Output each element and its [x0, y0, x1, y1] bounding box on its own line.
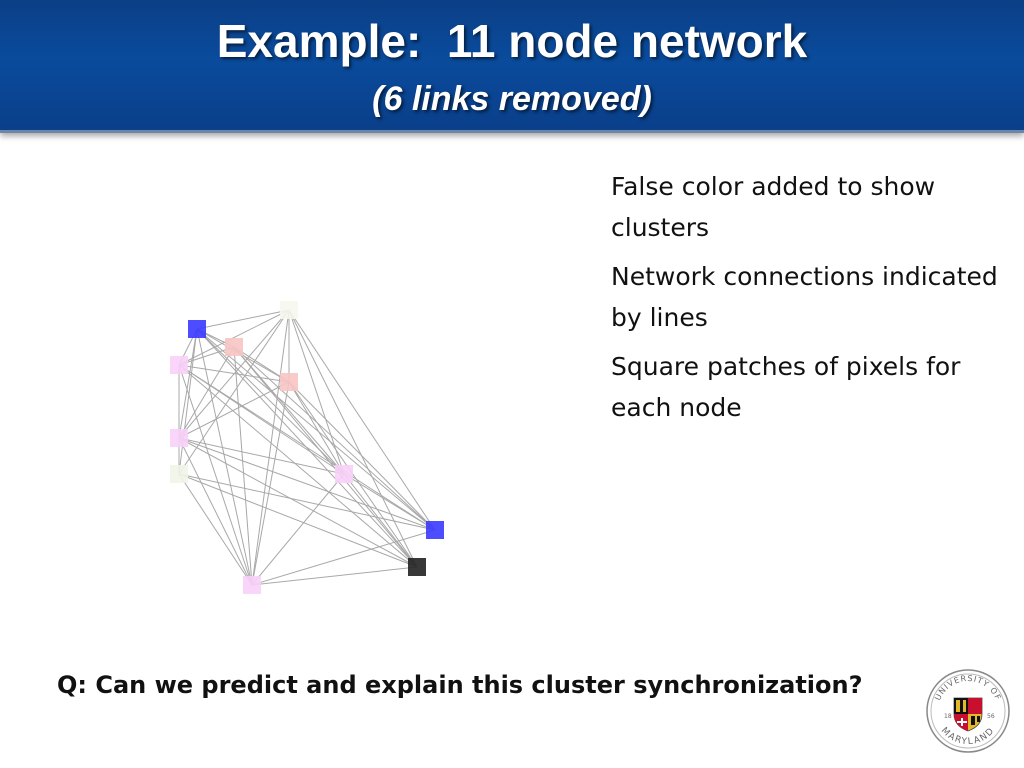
slide-title: Example: 11 node network: [216, 15, 808, 67]
network-edge: [196, 328, 436, 531]
seal-year-left: 18: [944, 713, 952, 720]
bullet-item: Square patches of pixels for each node: [611, 352, 961, 422]
network-edge: [178, 437, 253, 586]
network-edge: [288, 309, 418, 568]
network-node: [225, 338, 243, 356]
network-edges: [178, 309, 436, 586]
network-edge: [233, 346, 418, 568]
network-edge: [178, 346, 235, 366]
bullet-item: Network connections indicated by lines: [611, 262, 998, 332]
university-seal-logo: UNIVERSITY OF MARYLAND 18 56: [926, 669, 1010, 753]
network-edge: [178, 364, 253, 586]
network-edge: [251, 381, 290, 586]
title-bar: Example: 11 node network (6 links remove…: [0, 0, 1024, 133]
network-edge: [196, 309, 290, 330]
network-edge: [178, 364, 418, 568]
slide-subtitle: (6 links removed): [372, 80, 652, 118]
network-diagram: [170, 301, 444, 594]
network-edge: [178, 473, 436, 531]
network-edge: [233, 346, 290, 383]
seal-year-right: 56: [987, 713, 995, 720]
network-edge: [251, 473, 345, 586]
network-edge: [178, 328, 198, 475]
bullet-list: False color added to show clusters Netwo…: [611, 166, 1011, 436]
network-edge: [233, 346, 345, 475]
network-edge: [343, 473, 436, 531]
network-node: [243, 576, 261, 594]
network-edge: [233, 346, 436, 531]
network-edge: [288, 381, 345, 475]
network-nodes: [170, 301, 444, 594]
network-edge: [343, 473, 418, 568]
network-node: [335, 465, 353, 483]
bullet-item: False color added to show clusters: [611, 172, 936, 242]
network-edge: [178, 309, 290, 475]
network-node: [170, 356, 188, 374]
network-edge: [178, 437, 418, 568]
network-node: [170, 429, 188, 447]
network-edge: [178, 437, 345, 475]
network-edge: [251, 309, 290, 586]
maryland-shield-icon: [953, 697, 983, 732]
network-edge: [288, 309, 436, 531]
network-node: [408, 558, 426, 576]
network-edge: [178, 473, 418, 568]
network-edge: [251, 529, 436, 586]
network-edge: [251, 566, 418, 586]
network-edge: [288, 381, 436, 531]
network-edge: [178, 309, 290, 366]
network-edge: [178, 328, 198, 439]
network-node: [280, 301, 298, 319]
network-edge: [178, 473, 253, 586]
network-edge: [178, 381, 290, 439]
network-node: [280, 373, 298, 391]
network-edge: [178, 437, 436, 531]
network-node: [188, 320, 206, 338]
network-edge: [178, 364, 290, 383]
network-edge: [178, 346, 235, 439]
network-edge: [196, 328, 253, 586]
network-edge: [233, 346, 253, 586]
network-node: [170, 465, 188, 483]
network-edge: [178, 364, 436, 531]
network-node: [426, 521, 444, 539]
network-edge: [288, 309, 345, 475]
question-text: Q: Can we predict and explain this clust…: [57, 671, 863, 699]
